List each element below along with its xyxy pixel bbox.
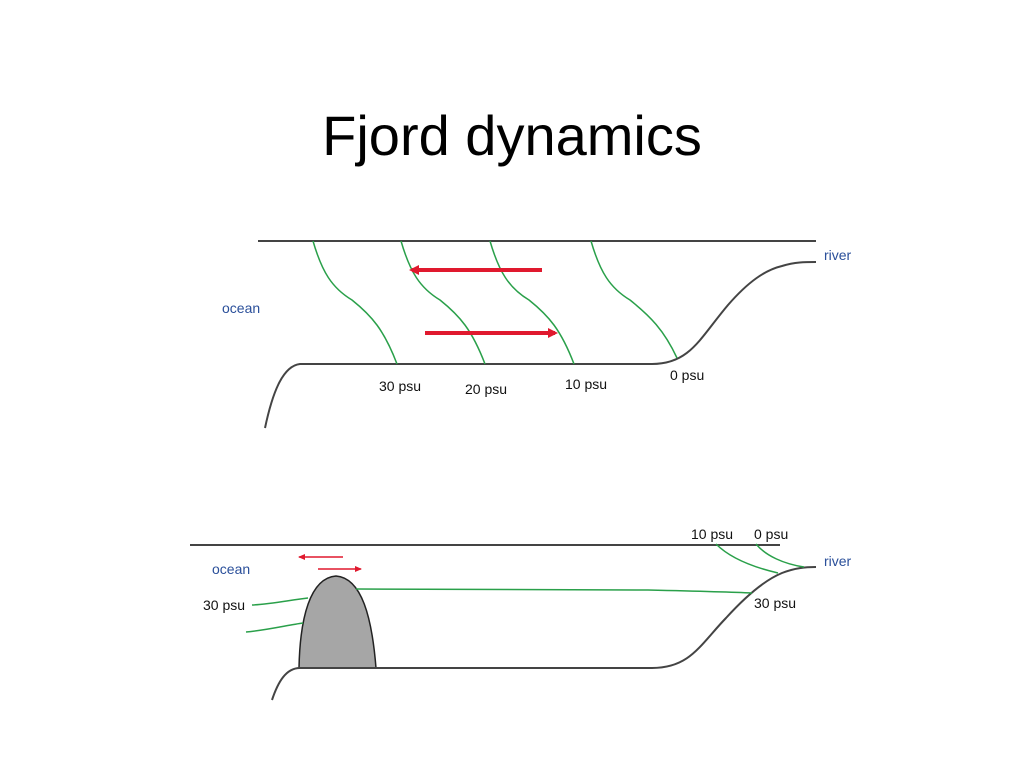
- bottom-isohaline-0: [755, 543, 805, 568]
- bottom-deep-isohaline: [355, 588, 753, 594]
- top-fjord-diagram: ocean river 30 psu 20 psu 10 psu 0 psu: [222, 240, 852, 429]
- bottom-fjord-diagram: ocean river 30 psu 10 psu 0 psu 30 psu: [190, 526, 852, 701]
- top-isohaline-10: [489, 240, 575, 365]
- slide-title: Fjord dynamics: [322, 104, 702, 167]
- top-fjord-bottom: [264, 261, 817, 429]
- top-isohaline-label-20: 20 psu: [465, 381, 507, 397]
- sill: [298, 575, 377, 669]
- top-isohaline-label-0: 0 psu: [670, 367, 704, 383]
- top-isohaline-label-30: 30 psu: [379, 378, 421, 394]
- bottom-ocean-isohaline-label: 30 psu: [203, 597, 245, 613]
- top-river-label: river: [824, 247, 852, 263]
- bottom-ocean-isohaline-upper: [251, 597, 309, 606]
- top-isohaline-label-10: 10 psu: [565, 376, 607, 392]
- top-ocean-label: ocean: [222, 300, 260, 316]
- bottom-isohaline-label-0: 0 psu: [754, 526, 788, 542]
- bottom-isohaline-10: [715, 543, 779, 574]
- bottom-fjord-bottom: [271, 566, 817, 701]
- bottom-river-label: river: [824, 553, 852, 569]
- bottom-ocean-label: ocean: [212, 561, 250, 577]
- bottom-ocean-isohaline-lower: [245, 622, 304, 633]
- top-isohaline-30: [312, 240, 398, 365]
- bottom-isohaline-label-10: 10 psu: [691, 526, 733, 542]
- top-isohaline-20: [400, 240, 486, 365]
- top-isohaline-0: [590, 240, 678, 359]
- bottom-deep-isohaline-label: 30 psu: [754, 595, 796, 611]
